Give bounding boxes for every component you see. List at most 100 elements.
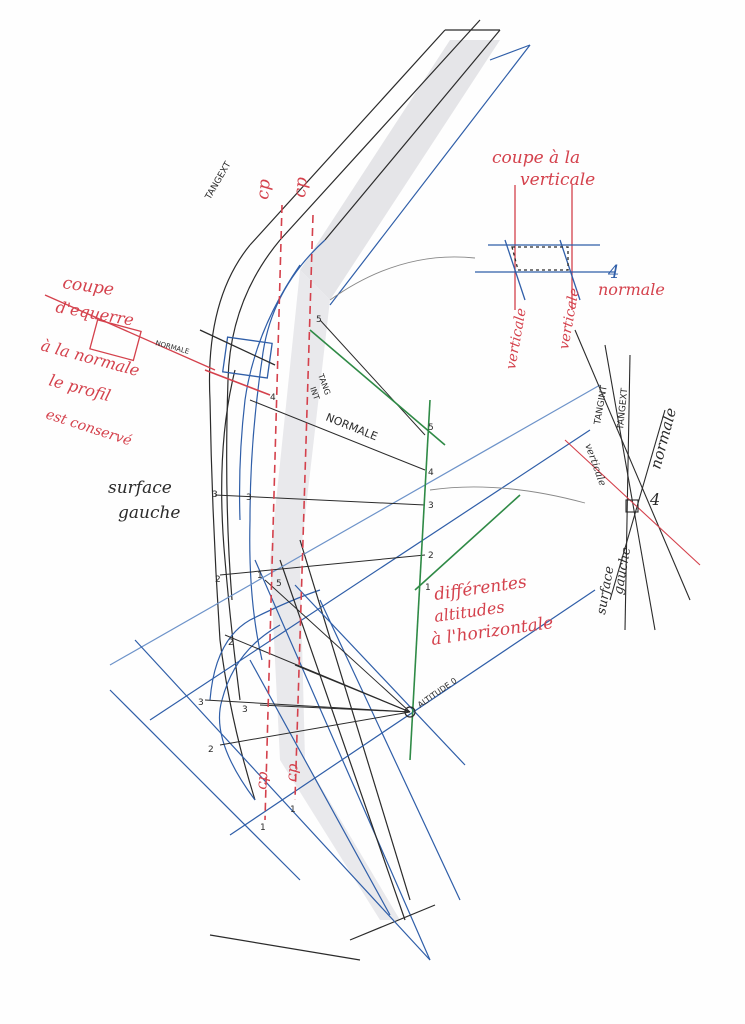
construction-lines [204, 319, 426, 746]
cp-line-right [294, 214, 314, 801]
inner-curve-2 [238, 264, 301, 521]
label-cp-bottom-2: cp [282, 762, 302, 782]
transversal-7 [209, 934, 361, 961]
altitude-axis [309, 329, 521, 761]
label-tangext-top: TANGEXT [203, 160, 233, 203]
con-0e [264, 579, 411, 713]
transversal-6 [294, 584, 466, 766]
fan-leader [429, 486, 586, 504]
con-2 [219, 554, 426, 576]
num-left-3b: 3 [246, 493, 252, 503]
lower-line-5 [249, 659, 391, 916]
ramp-line-4 [329, 44, 531, 306]
ramp-line-3 [324, 29, 501, 241]
ramp-top-cap-2 [489, 44, 531, 61]
transversal-1 [109, 384, 601, 666]
transversal-5 [109, 689, 301, 881]
transversal-4 [134, 639, 431, 961]
red-arrow-shaft [204, 369, 271, 396]
label-cp-bottom-1: cp [252, 770, 272, 790]
num-green-2: 2 [428, 551, 434, 561]
num-green-3: 3 [428, 501, 434, 511]
green-diagonal [309, 329, 446, 446]
lower-line-4 [319, 599, 461, 901]
label-coupe-equerre-4: le profil [47, 371, 113, 406]
num-bot-1a: 1 [260, 823, 266, 833]
lower-arc [209, 589, 321, 701]
fan-3 [574, 329, 691, 601]
ramp-curves [208, 239, 326, 801]
lower-line-3 [299, 539, 411, 901]
outer-curve-2 [226, 239, 281, 601]
fan-tangext [624, 354, 631, 631]
num-left-2a: 2 [215, 575, 221, 585]
label-cp2: cp [290, 176, 312, 198]
num-left-3d: 3 [242, 705, 248, 715]
ramp-upper-lines [249, 19, 531, 306]
label-altitude0: ALTITUDE 0 [416, 676, 459, 710]
label-surface-gauche-2: gauche [118, 503, 181, 523]
equerre-detail [44, 294, 216, 371]
green-lower [414, 494, 521, 591]
fan-red [564, 439, 701, 566]
num-left-3a: 3 [212, 490, 218, 500]
shading-lower [270, 270, 400, 920]
vcut-slant-2 [559, 239, 581, 301]
transversal-2 [149, 429, 591, 721]
ramp-shading [270, 40, 500, 920]
label-coupe-verticale-1: coupe à la [492, 148, 580, 168]
label-coupe-equerre-1: coupe [61, 273, 115, 300]
num-green-1: 1 [425, 583, 431, 593]
num-left-2b: 2 [228, 638, 234, 648]
con-5 [319, 319, 426, 436]
num-left-5b: 5 [276, 579, 282, 589]
vcut-hatch [511, 246, 569, 271]
num-left-2c: 2 [208, 745, 214, 755]
outer-curve [208, 244, 256, 801]
con-0b [259, 704, 411, 713]
altitude-zero-point [404, 706, 416, 718]
lower-arc-2 [218, 624, 281, 801]
vcut-slant-1 [504, 239, 526, 301]
warped-curve [221, 369, 241, 701]
num-green-5: 5 [428, 423, 434, 433]
vertical-cut-detail [329, 185, 615, 310]
label-verticale-a: verticale [503, 307, 530, 371]
num-left-5a: 5 [316, 315, 322, 325]
section-normal [199, 329, 276, 366]
lower-cap [349, 904, 436, 941]
transversals [109, 384, 601, 961]
con-0d [294, 664, 411, 713]
fan-box [625, 499, 639, 513]
label-surface-gauche-1: surface [108, 478, 172, 498]
tangent-fan [429, 329, 701, 631]
altitude-axis-line [409, 399, 431, 761]
number-marks: 5 4 3 2 1 5 4 3 3 2 1 5 2 3 3 2 1 1 [198, 315, 434, 833]
num-left-1: 1 [257, 571, 263, 581]
cp-line-left [264, 204, 283, 821]
num-green-4: 4 [428, 468, 434, 478]
label-normale-mid: NORMALE [324, 411, 380, 444]
num-left-3c: 3 [198, 698, 204, 708]
label-num-4-right: 4 [649, 490, 660, 509]
section-detail [199, 329, 276, 379]
label-coupe-verticale-2: verticale [520, 170, 595, 190]
equerre-line [44, 294, 216, 371]
cp-lines [204, 204, 314, 821]
ramp-line-2 [279, 19, 481, 241]
shading-upper [300, 40, 500, 300]
label-verticale-b: verticale [556, 287, 583, 351]
con-4 [249, 399, 426, 471]
section-square [221, 336, 273, 379]
label-normale-4-word: normale [598, 280, 665, 299]
label-normale-right: normale [646, 406, 680, 471]
label-coupe-equerre-5: est conservé [44, 407, 134, 450]
label-surface-gauche-right-2: gauche [611, 546, 634, 596]
label-verticale-right: verticale [582, 442, 607, 487]
label-normale-4-num: 4 [607, 262, 619, 283]
label-tang-int-2: INT [308, 386, 321, 402]
label-normale-small: NORMALE [154, 339, 190, 356]
label-tangext-right: TANGEXT [616, 387, 630, 431]
